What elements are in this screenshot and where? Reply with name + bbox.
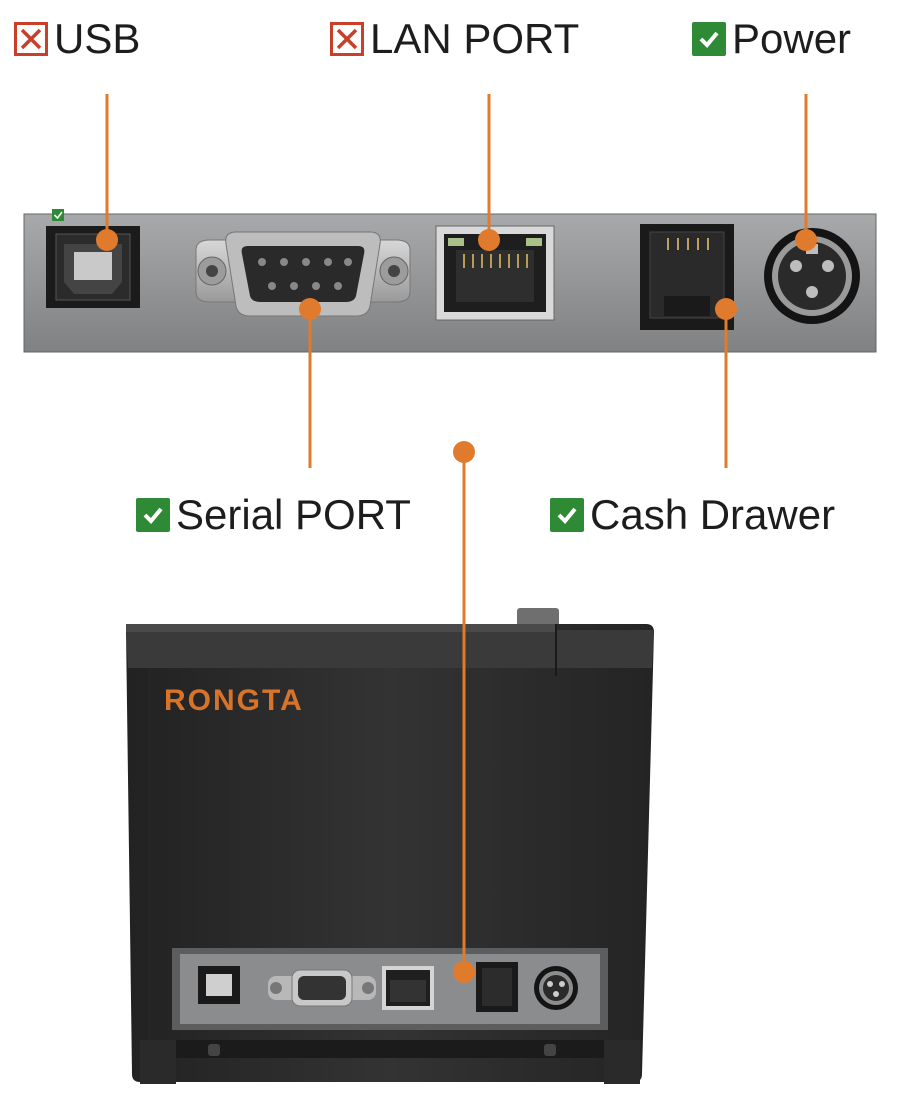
label-serial-port: Serial PORT bbox=[136, 494, 411, 536]
rear-port-strip bbox=[172, 948, 608, 1030]
label-lan-port-text: LAN PORT bbox=[370, 15, 580, 62]
serial-port bbox=[195, 231, 411, 317]
printer-body: RONGTA bbox=[126, 608, 654, 1084]
cross-box-icon bbox=[14, 22, 48, 56]
usb-port bbox=[46, 209, 140, 308]
check-box-icon bbox=[136, 498, 170, 532]
callout-lines bbox=[96, 94, 817, 983]
label-cash-drawer: Cash Drawer bbox=[550, 494, 835, 536]
label-power: Power bbox=[692, 18, 851, 60]
label-cash-drawer-text: Cash Drawer bbox=[590, 491, 836, 538]
brand-logo: RONGTA bbox=[164, 684, 304, 717]
label-lan-port: LAN PORT bbox=[330, 18, 579, 60]
check-box-icon bbox=[550, 498, 584, 532]
label-usb-text: USB bbox=[54, 15, 141, 62]
lan-port bbox=[435, 225, 555, 321]
check-box-icon bbox=[692, 22, 726, 56]
label-power-text: Power bbox=[732, 15, 852, 62]
label-usb: USB bbox=[14, 18, 140, 60]
cross-box-icon bbox=[330, 22, 364, 56]
power-port bbox=[764, 228, 860, 324]
port-panel-closeup bbox=[23, 209, 877, 353]
label-serial-port-text: Serial PORT bbox=[176, 491, 411, 538]
